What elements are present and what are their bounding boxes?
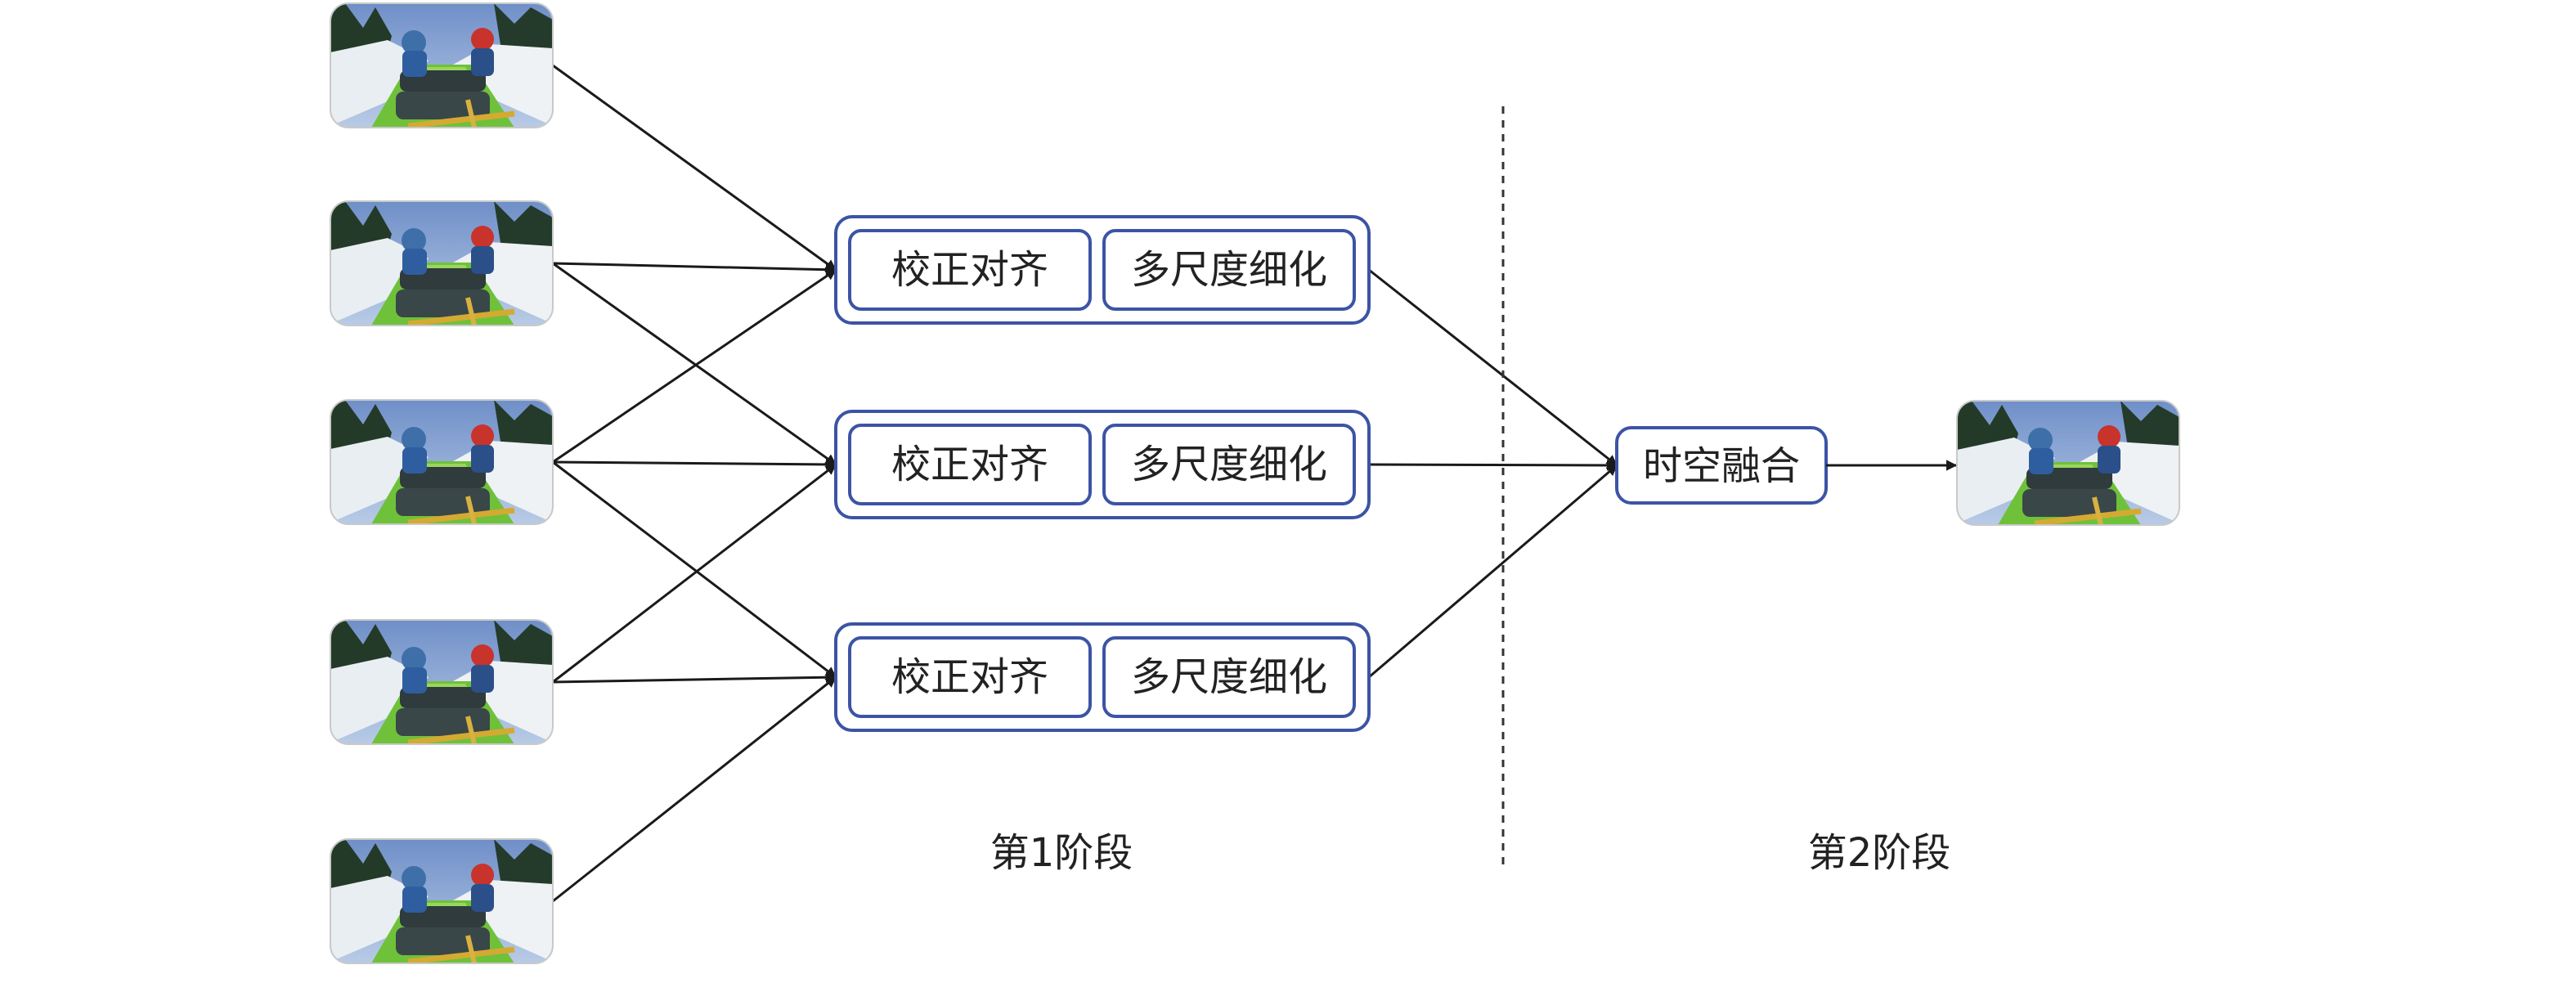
align-box [848,636,1092,718]
input-frame [330,620,553,744]
connections-layer [552,64,1618,903]
input-to-module-arrow [552,262,837,466]
input-to-module-arrow [552,64,837,272]
fusion-label: 时空融合 [1643,443,1800,489]
input-frames [330,3,553,963]
rafting-photo-icon [330,3,553,128]
align-box-label: 校正对齐 [891,247,1048,293]
input-to-module-arrow [552,459,837,470]
input-to-module-arrow [552,676,837,903]
align-box-label: 校正对齐 [891,654,1048,700]
rafting-photo-icon [330,839,553,963]
input-to-module-arrow [552,460,837,679]
stage2-label: 第2阶段 [1808,830,1951,876]
stage1-module: 校正对齐 多尺度细化 [834,410,1371,519]
stage1-module: 校正对齐 多尺度细化 [834,622,1371,732]
input-frame [330,839,553,963]
fusion-box: 时空融合 [1615,426,1828,505]
output-frame [1957,401,2179,525]
rafting-photo-icon [330,400,553,524]
rafting-photo-icon [1957,401,2179,525]
input-frame [330,400,553,524]
refine-box-label: 多尺度细化 [1131,654,1327,700]
align-box [848,424,1092,505]
input-to-module-arrow [552,463,837,684]
module-to-fusion-arrow [1368,464,1618,679]
rafting-photo-icon [330,201,553,325]
align-box-label: 校正对齐 [891,442,1048,487]
input-to-module-arrow [552,671,837,684]
stage1-modules: 校正对齐多尺度细化校正对齐多尺度细化校正对齐多尺度细化 [834,215,1371,732]
rafting-photo-icon [330,620,553,744]
refine-box [1102,636,1356,718]
refine-box-label: 多尺度细化 [1131,442,1327,487]
input-to-module-arrow [552,262,837,276]
refine-box [1102,424,1356,505]
module-to-fusion-arrow [1368,268,1618,467]
refine-box [1102,229,1356,311]
input-frame [330,3,553,128]
stage1-label: 第1阶段 [990,830,1133,876]
stage1-module: 校正对齐 多尺度细化 [834,215,1371,325]
align-box [848,229,1092,311]
input-frame [330,201,553,325]
input-to-module-arrow [552,268,837,464]
refine-box-label: 多尺度细化 [1131,247,1327,293]
